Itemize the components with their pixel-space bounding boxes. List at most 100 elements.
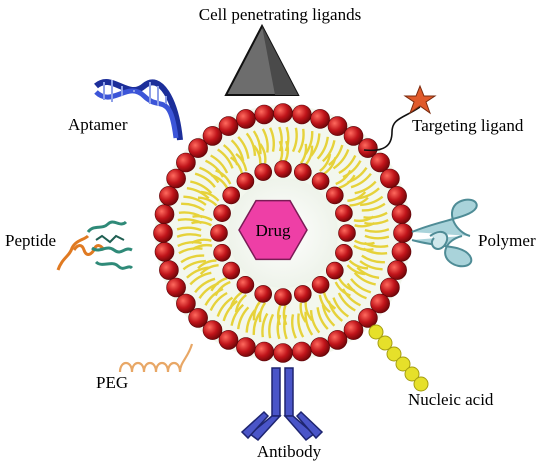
lipid-tail [192,214,213,222]
lipid-head [254,341,275,362]
lipid-tail [191,243,213,251]
targeting-ligand [363,84,437,152]
lipid-tail [214,280,231,297]
lipid-head [310,337,330,357]
lipid-head [273,103,293,123]
lipid-tail [347,191,367,202]
lipid-tail [200,190,220,202]
lipid-tail [349,196,369,207]
lipid-tail [199,264,219,275]
lipid-head [391,242,412,262]
lipid-tail [309,310,321,334]
lipid-tail [237,306,250,330]
lipid-head [274,160,292,178]
lipid-head [380,168,400,189]
lipid-head [159,186,179,206]
lipid-head [154,204,175,224]
lipid-tail [348,259,369,270]
lipid-tail [291,314,297,339]
lipid-tail [364,234,390,240]
label-targeting-ligand: Targeting ligand [412,116,524,135]
lipid-head [293,163,312,181]
antibody-icon [240,367,324,442]
lipid-tail [304,301,313,322]
lipid-tail [204,287,224,306]
lipid-tail [356,266,380,279]
lipid-tail [283,314,288,340]
lipid-head [387,186,407,206]
lipid-tail [354,222,376,228]
lipid-head [273,343,293,363]
lipid-tail [215,169,232,185]
lipid-head [370,293,390,314]
lipid-head [236,337,256,357]
lipid-tail [316,136,329,160]
lipid-tail [354,239,375,246]
lipid-head [222,186,240,205]
lipid-tail [359,260,383,271]
lipid-tail [353,271,376,286]
lipid-head [188,138,208,158]
lipid-head [391,204,412,224]
lipid-head [166,168,186,189]
lipid-tail [318,294,331,314]
lipid-tail [321,140,336,163]
lipid-tail [176,233,202,238]
lipid-head [343,320,364,340]
lipid-tail [291,127,298,153]
label-antibody: Antibody [257,442,322,461]
lipid-head [188,308,208,328]
lipid-tail [353,244,374,252]
lipid-head [274,288,292,306]
peptide-icon [56,220,134,271]
lipid-tail [183,195,207,206]
lipid-head [311,172,330,190]
label-nucleic-acid: Nucleic acid [408,390,494,409]
lipid-tail [338,174,356,189]
lipid-tail [304,311,314,336]
lipid-tail [197,196,218,207]
lipid-tail [252,300,262,321]
lipid-tail [299,143,308,164]
lipid-head [335,204,353,222]
lipid-head [343,126,364,146]
lipid-head [335,244,353,262]
peg-coil-icon [118,343,194,373]
lipid-tail [245,132,257,156]
lipid-tail [182,259,206,271]
lipid-head [154,242,175,262]
lipid-tail [361,202,386,212]
lipid-tail [304,145,314,166]
lipid-head [213,244,231,262]
lipid-tail [337,292,356,312]
lipid-tail [261,312,269,338]
lipid-heads [153,103,413,363]
lipid-tail [276,314,282,340]
lipid-head [176,152,196,173]
lipid-tail [229,291,243,309]
aptamer-helix-icon [94,79,183,141]
lipid-head [236,109,256,129]
lipid-tail [350,278,372,294]
lipid-tail [235,152,248,172]
lipid-tail [342,160,362,179]
lipid-head [218,330,239,350]
lipid-head [153,223,173,243]
lipid-tail [350,172,372,189]
lipid-tail [194,172,216,188]
lipid-tail [361,254,385,264]
lipid-tail [334,281,351,297]
label-polymer: Polymer [478,231,536,250]
lipid-tail [209,291,228,312]
lipid-tail [335,169,352,186]
lipid-tail [191,220,212,227]
lipid-tail [332,297,349,318]
lipid-head [202,126,223,146]
lipid-head [254,104,275,125]
drug-molecule: Drug [238,199,308,261]
lipid-tail [353,215,375,223]
lipid-tail [354,180,377,195]
lipid-tail [278,126,283,152]
lipid-head [254,285,273,303]
lipid-tail [259,143,267,164]
